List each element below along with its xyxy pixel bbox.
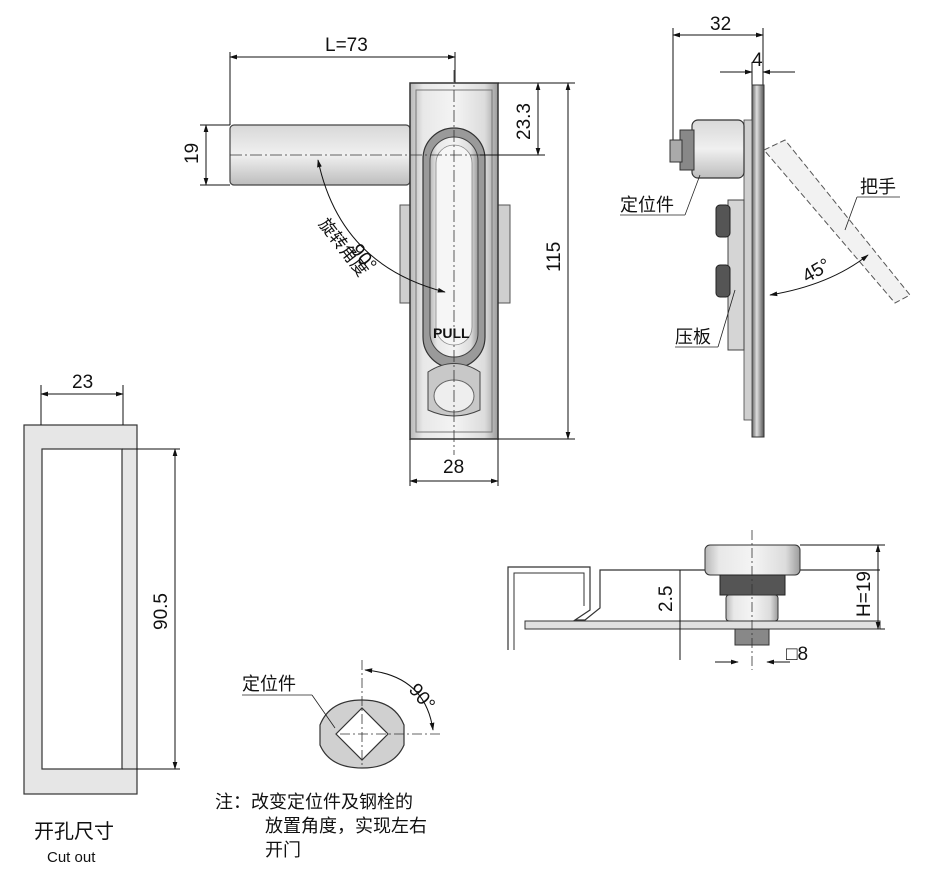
- cutout-title-en: Cut out: [47, 849, 96, 866]
- dim-height: 115: [544, 242, 565, 272]
- dim-depth: 32: [710, 14, 731, 35]
- dim-plate: 4: [752, 50, 763, 71]
- label-handle: 把手: [860, 177, 896, 198]
- note-line-1: 注：改变定位件及钢栓的: [215, 792, 413, 813]
- dim-width: 28: [443, 457, 464, 478]
- label-press-plate: 压板: [675, 327, 711, 348]
- cutout-title-cn: 开孔尺寸: [34, 819, 114, 843]
- note-line-2: 放置角度，实现左右: [265, 816, 427, 837]
- note: 注：改变定位件及钢栓的 放置角度，实现左右 开门: [215, 792, 427, 861]
- cutout-view: 23 90.5 开孔尺寸 Cut out: [23, 372, 180, 866]
- dim-bottom-height: H=19: [854, 571, 875, 617]
- front-view: L=73 19 PULL 23.3 115: [182, 35, 575, 486]
- side-angle: 45°: [799, 255, 834, 288]
- cutout-width: 23: [72, 372, 93, 393]
- dim-offset: 2.5: [656, 586, 677, 612]
- side-view: 32 4 45° 定位件 把手 压板: [620, 14, 911, 438]
- bottom-view: 2.5 H=19 □8: [507, 530, 885, 670]
- label-locator: 定位件: [620, 195, 674, 216]
- cutout-height: 90.5: [151, 593, 172, 630]
- dim-square: □8: [786, 644, 808, 665]
- locator-detail: 90° 定位件: [242, 660, 440, 769]
- note-line-3: 开门: [265, 840, 301, 861]
- pull-text: PULL: [433, 325, 470, 341]
- dim-top-offset: 23.3: [514, 103, 535, 140]
- dim-length: L=73: [325, 35, 368, 56]
- dim-handle-height: 19: [182, 143, 203, 164]
- locator-label: 定位件: [242, 674, 296, 695]
